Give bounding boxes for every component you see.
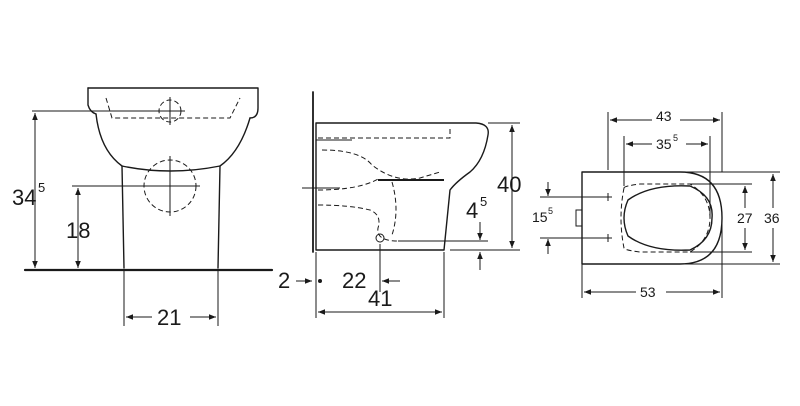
outlet-marker xyxy=(375,233,385,243)
outlet-height-label: 18 xyxy=(66,218,90,243)
total-height-superscript: 5 xyxy=(38,180,45,195)
outer-height-label: 36 xyxy=(764,210,780,226)
top-outer-outline xyxy=(581,171,723,265)
top-inner-bowl xyxy=(620,183,711,253)
wall-tab xyxy=(575,209,583,227)
top-view: 43 35 5 15 5 27 36 53 xyxy=(532,106,786,302)
side-inner-rim xyxy=(318,128,451,139)
bowl-left-side xyxy=(95,113,125,269)
inner-height-label: 27 xyxy=(737,210,753,226)
inner-basin-dashed xyxy=(105,97,241,119)
bowl-rim xyxy=(87,87,259,119)
inner-width-label: 35 xyxy=(656,136,672,152)
length-label: 53 xyxy=(640,284,656,300)
side-view: 40 4 5 2 22 41 xyxy=(278,91,521,318)
base-width-label: 21 xyxy=(157,305,181,330)
outlet-small-superscript: 5 xyxy=(480,194,487,209)
bowl-right-side xyxy=(217,117,251,269)
side-depth-label: 41 xyxy=(368,286,392,311)
fixing-point-lower xyxy=(604,234,612,242)
side-body-outline xyxy=(315,122,489,251)
outlet-offset-label: 22 xyxy=(342,268,366,293)
outlet-small-label: 4 xyxy=(466,198,478,223)
front-view: 34 5 18 21 xyxy=(12,87,274,330)
inner-width-superscript: 5 xyxy=(673,133,678,143)
fixing-spacing-superscript: 5 xyxy=(548,206,553,216)
wall-gap-label: 2 xyxy=(278,268,290,293)
total-height-label: 34 xyxy=(12,185,36,210)
side-height-label: 40 xyxy=(497,172,521,197)
fixing-spacing-label: 15 xyxy=(532,209,548,225)
outer-width-label: 43 xyxy=(656,108,672,124)
fixing-point-upper xyxy=(604,193,612,201)
